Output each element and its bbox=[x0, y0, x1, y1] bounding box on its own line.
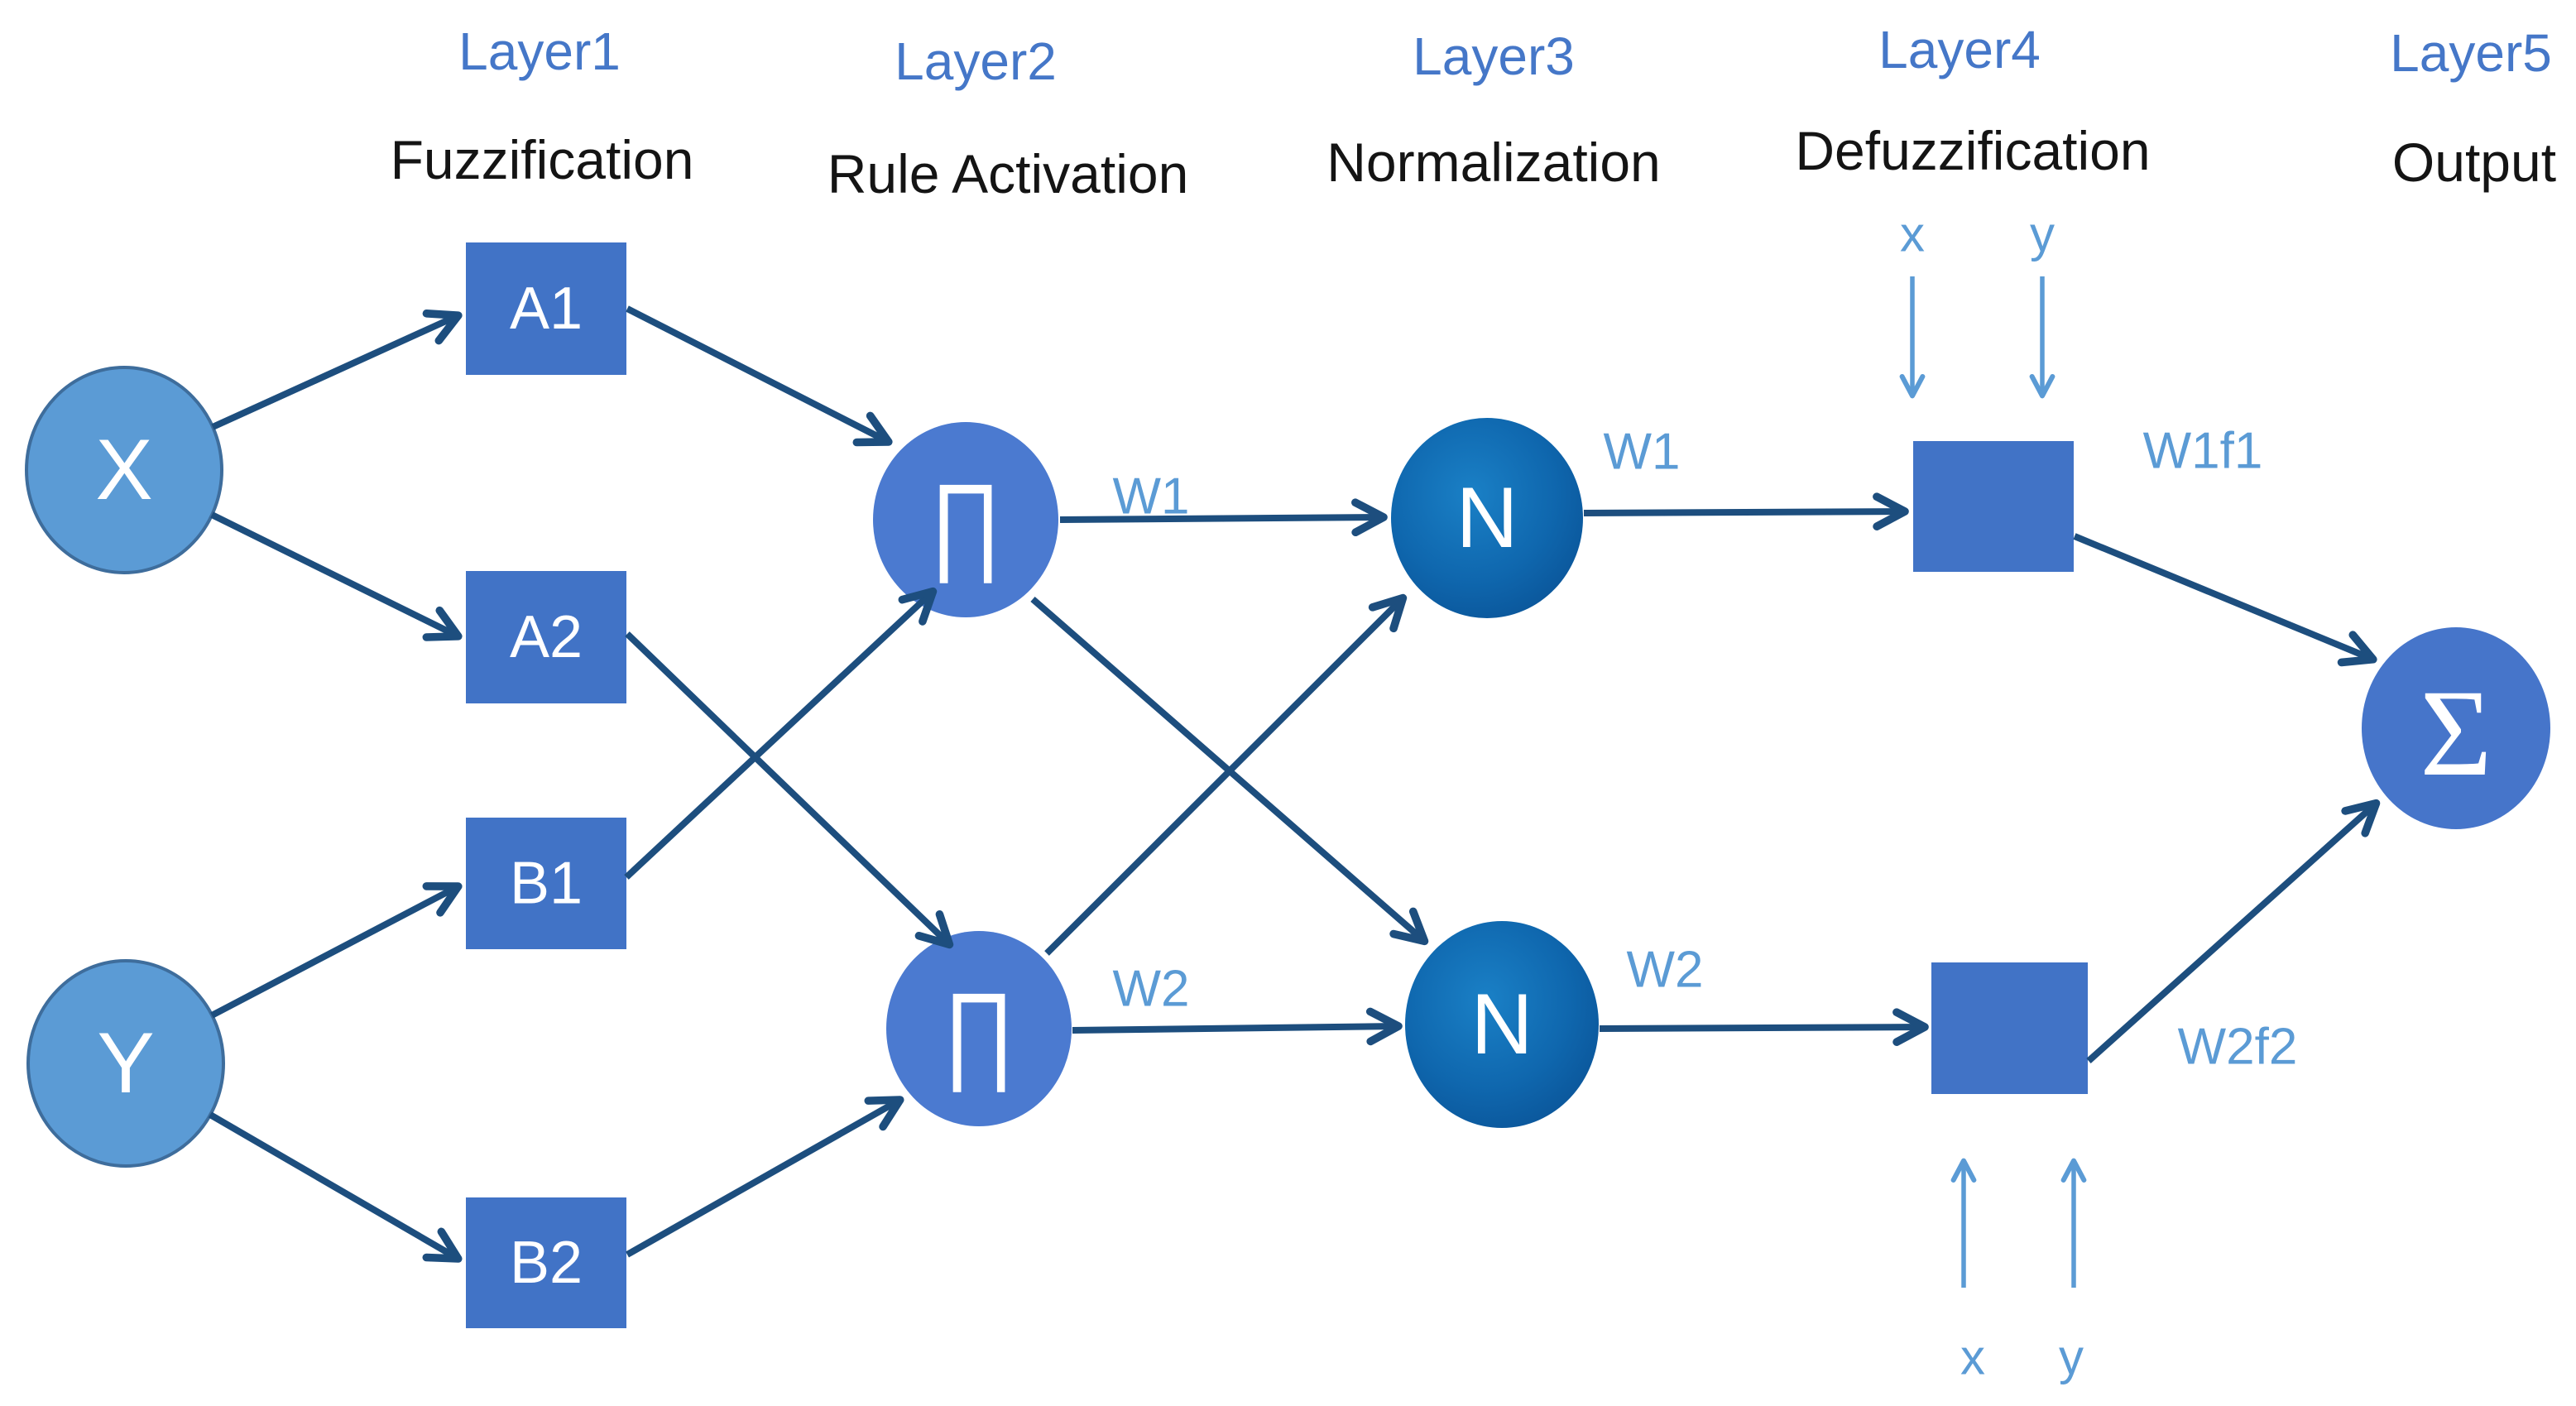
membership-node-a1-label: A1 bbox=[510, 276, 583, 342]
weight-label-w2f2: W2f2 bbox=[2178, 1019, 2298, 1076]
edge-x-a1 bbox=[211, 310, 463, 430]
output-node-sigma-label: Σ bbox=[2420, 665, 2492, 802]
membership-node-b1: B1 bbox=[466, 818, 626, 949]
input-node-x-shape bbox=[25, 366, 223, 574]
membership-node-b1-label: B1 bbox=[510, 851, 583, 917]
rule-node-pi1-label: ∏ bbox=[930, 463, 1002, 584]
norm-node-n2-label: N bbox=[1470, 977, 1533, 1072]
layer4-title: Layer4 bbox=[1878, 20, 2041, 79]
layer1-title: Layer1 bbox=[458, 22, 621, 81]
weight-label-w2-rule: W2 bbox=[1113, 961, 1190, 1018]
norm-node-n2: N bbox=[1405, 921, 1599, 1128]
rule-node-pi1: ∏ bbox=[873, 422, 1058, 617]
norm-node-n1: N bbox=[1391, 418, 1583, 618]
membership-node-a2-shape bbox=[466, 571, 626, 703]
membership-node-b2-label: B2 bbox=[510, 1230, 583, 1296]
layer1-caption: Fuzzification bbox=[391, 129, 694, 190]
membership-node-a1: A1 bbox=[466, 242, 626, 375]
layer2-title: Layer2 bbox=[895, 31, 1057, 91]
defuzz-node-2-shape bbox=[1931, 962, 2088, 1094]
membership-node-b2-shape bbox=[466, 1197, 626, 1328]
layer3-caption: Normalization bbox=[1326, 132, 1660, 193]
edge-n2-defuzz2 bbox=[1599, 1008, 1929, 1046]
layer3-title: Layer3 bbox=[1413, 26, 1575, 86]
input-node-y-label: Y bbox=[97, 1015, 154, 1111]
output-node-sigma: Σ bbox=[2362, 627, 2550, 829]
weight-label-w1-rule: W1 bbox=[1113, 468, 1190, 525]
rule-node-pi2-shape bbox=[886, 931, 1072, 1126]
rule-node-pi2-label: ∏ bbox=[943, 972, 1015, 1093]
input-node-x-label: X bbox=[95, 422, 152, 518]
edge-x-a2 bbox=[210, 511, 463, 641]
edge-y-b1 bbox=[210, 882, 463, 1019]
weight-label-w1-norm: W1 bbox=[1604, 424, 1681, 481]
edge-defuzz1-sigma bbox=[2073, 533, 2377, 667]
output-node-sigma-shape bbox=[2362, 627, 2550, 829]
edge-pi2-n2 bbox=[1072, 1007, 1403, 1046]
edge-a2-pi2 bbox=[625, 631, 954, 949]
membership-node-b2: B2 bbox=[466, 1197, 626, 1328]
edge-defuzz2-sigma bbox=[2086, 799, 2381, 1063]
edge-b1-pi1 bbox=[624, 587, 938, 880]
defuzz-node-2 bbox=[1931, 962, 2088, 1094]
layer2-caption: Rule Activation bbox=[827, 143, 1189, 204]
defuzz-node-1 bbox=[1913, 441, 2074, 572]
edge-pi2-n1 bbox=[1044, 593, 1408, 956]
edge-a1-pi1 bbox=[626, 305, 893, 447]
norm-node-n1-label: N bbox=[1456, 470, 1518, 566]
edge-pi1-n1 bbox=[1059, 498, 1388, 537]
norm-node-n1-shape bbox=[1391, 418, 1583, 618]
input-label-y-bottom: y bbox=[2059, 1330, 2084, 1385]
layer4-caption: Defuzzification bbox=[1795, 120, 2150, 181]
layer5-title: Layer5 bbox=[2390, 23, 2552, 83]
membership-node-a1-shape bbox=[466, 242, 626, 375]
input-label-x-top: x bbox=[1900, 207, 1925, 262]
weight-label-w1f1: W1f1 bbox=[2143, 423, 2263, 480]
edge-n1-defuzz1 bbox=[1583, 492, 1909, 530]
input-node-y-shape bbox=[26, 959, 225, 1168]
membership-node-a2: A2 bbox=[466, 571, 626, 703]
layer5-caption: Output bbox=[2392, 132, 2556, 193]
weight-label-w2-norm: W2 bbox=[1627, 942, 1704, 999]
rule-node-pi1-shape bbox=[873, 422, 1058, 617]
input-label-x-bottom: x bbox=[1960, 1330, 1985, 1385]
rule-node-pi2: ∏ bbox=[886, 931, 1072, 1126]
membership-node-a2-label: A2 bbox=[510, 604, 583, 670]
input-node-x: X bbox=[25, 366, 223, 574]
input-node-y: Y bbox=[26, 959, 225, 1168]
norm-node-n2-shape bbox=[1405, 921, 1599, 1128]
input-label-y-top: y bbox=[2030, 207, 2055, 262]
edge-y-b2 bbox=[208, 1111, 463, 1263]
membership-node-b1-shape bbox=[466, 818, 626, 949]
defuzz-node-1-shape bbox=[1913, 441, 2074, 572]
edge-b2-pi2 bbox=[626, 1096, 904, 1258]
